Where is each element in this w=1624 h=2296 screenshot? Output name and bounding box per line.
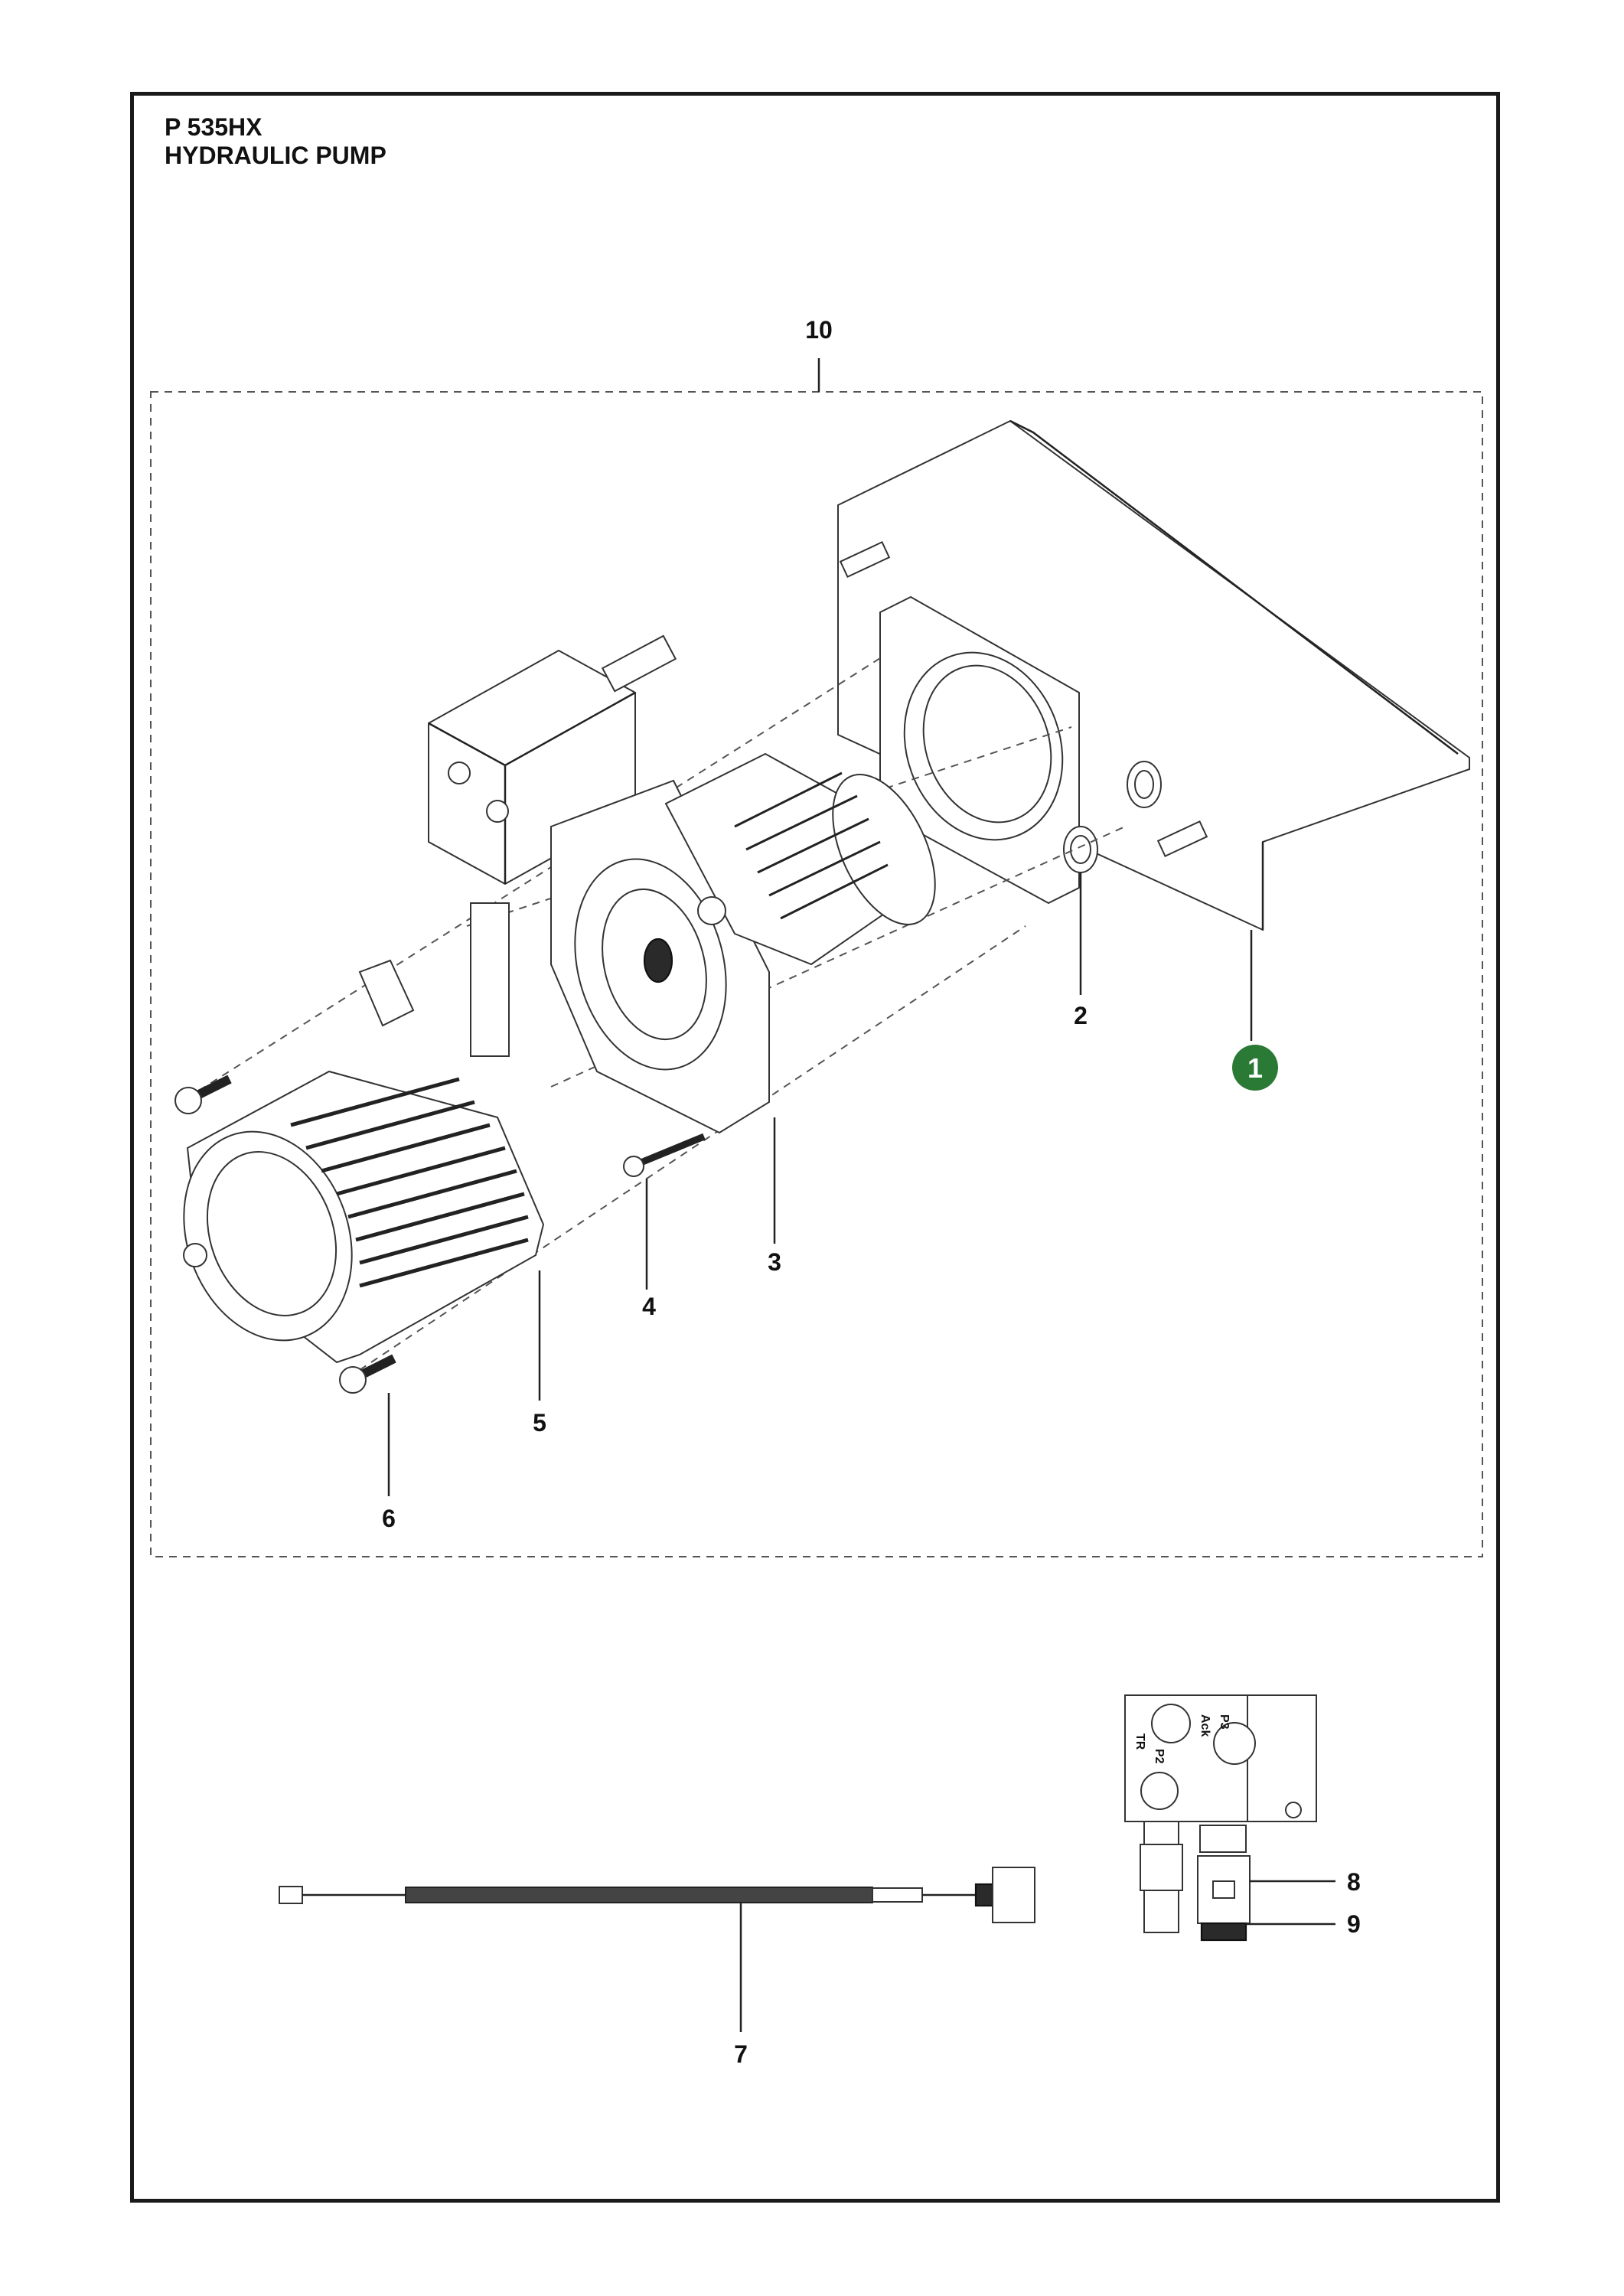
hose-barb-top: [839, 541, 891, 578]
callout-10[interactable]: 10: [805, 316, 833, 344]
callout-4[interactable]: 4: [642, 1293, 656, 1320]
electric-motor[interactable]: [155, 959, 545, 1364]
drawing-frame: [130, 92, 1500, 2203]
callout-1[interactable]: 1: [1247, 1052, 1263, 1084]
port-p2: P2: [1153, 1749, 1166, 1764]
hose-barb-right: [1156, 820, 1208, 857]
assembly-group-box: [150, 391, 1483, 1557]
callout-3[interactable]: 3: [768, 1248, 781, 1276]
model-title: P 535HX: [165, 113, 263, 141]
callout-5[interactable]: 5: [533, 1409, 546, 1437]
port-p3: P3: [1218, 1714, 1231, 1730]
callout-9[interactable]: 9: [1347, 1910, 1361, 1938]
bolt-6-upper[interactable]: [174, 1075, 232, 1114]
screw-4[interactable]: [623, 1133, 706, 1177]
fitting-plug[interactable]: [1063, 826, 1098, 873]
callout-2[interactable]: 2: [1074, 1002, 1088, 1029]
callout-7[interactable]: 7: [734, 2040, 748, 2068]
port-ack: Ack: [1198, 1714, 1211, 1737]
solenoid-nut[interactable]: [1200, 1922, 1247, 1942]
section-title: HYDRAULIC PUMP: [165, 142, 386, 169]
callout-1-badge[interactable]: [1232, 1045, 1278, 1091]
callout-8[interactable]: 8: [1347, 1868, 1361, 1896]
valve-block[interactable]: P3 Ack TR P2: [1124, 1694, 1317, 1933]
callout-6[interactable]: 6: [382, 1505, 396, 1532]
tank-housing[interactable]: [837, 419, 1470, 931]
solenoid-coil[interactable]: [1197, 1825, 1251, 1924]
cable-harness[interactable]: [279, 1867, 1035, 1923]
port-tr: TR: [1133, 1733, 1146, 1750]
bolt-6-lower[interactable]: [339, 1354, 396, 1394]
hydraulic-pump[interactable]: [428, 634, 956, 1134]
